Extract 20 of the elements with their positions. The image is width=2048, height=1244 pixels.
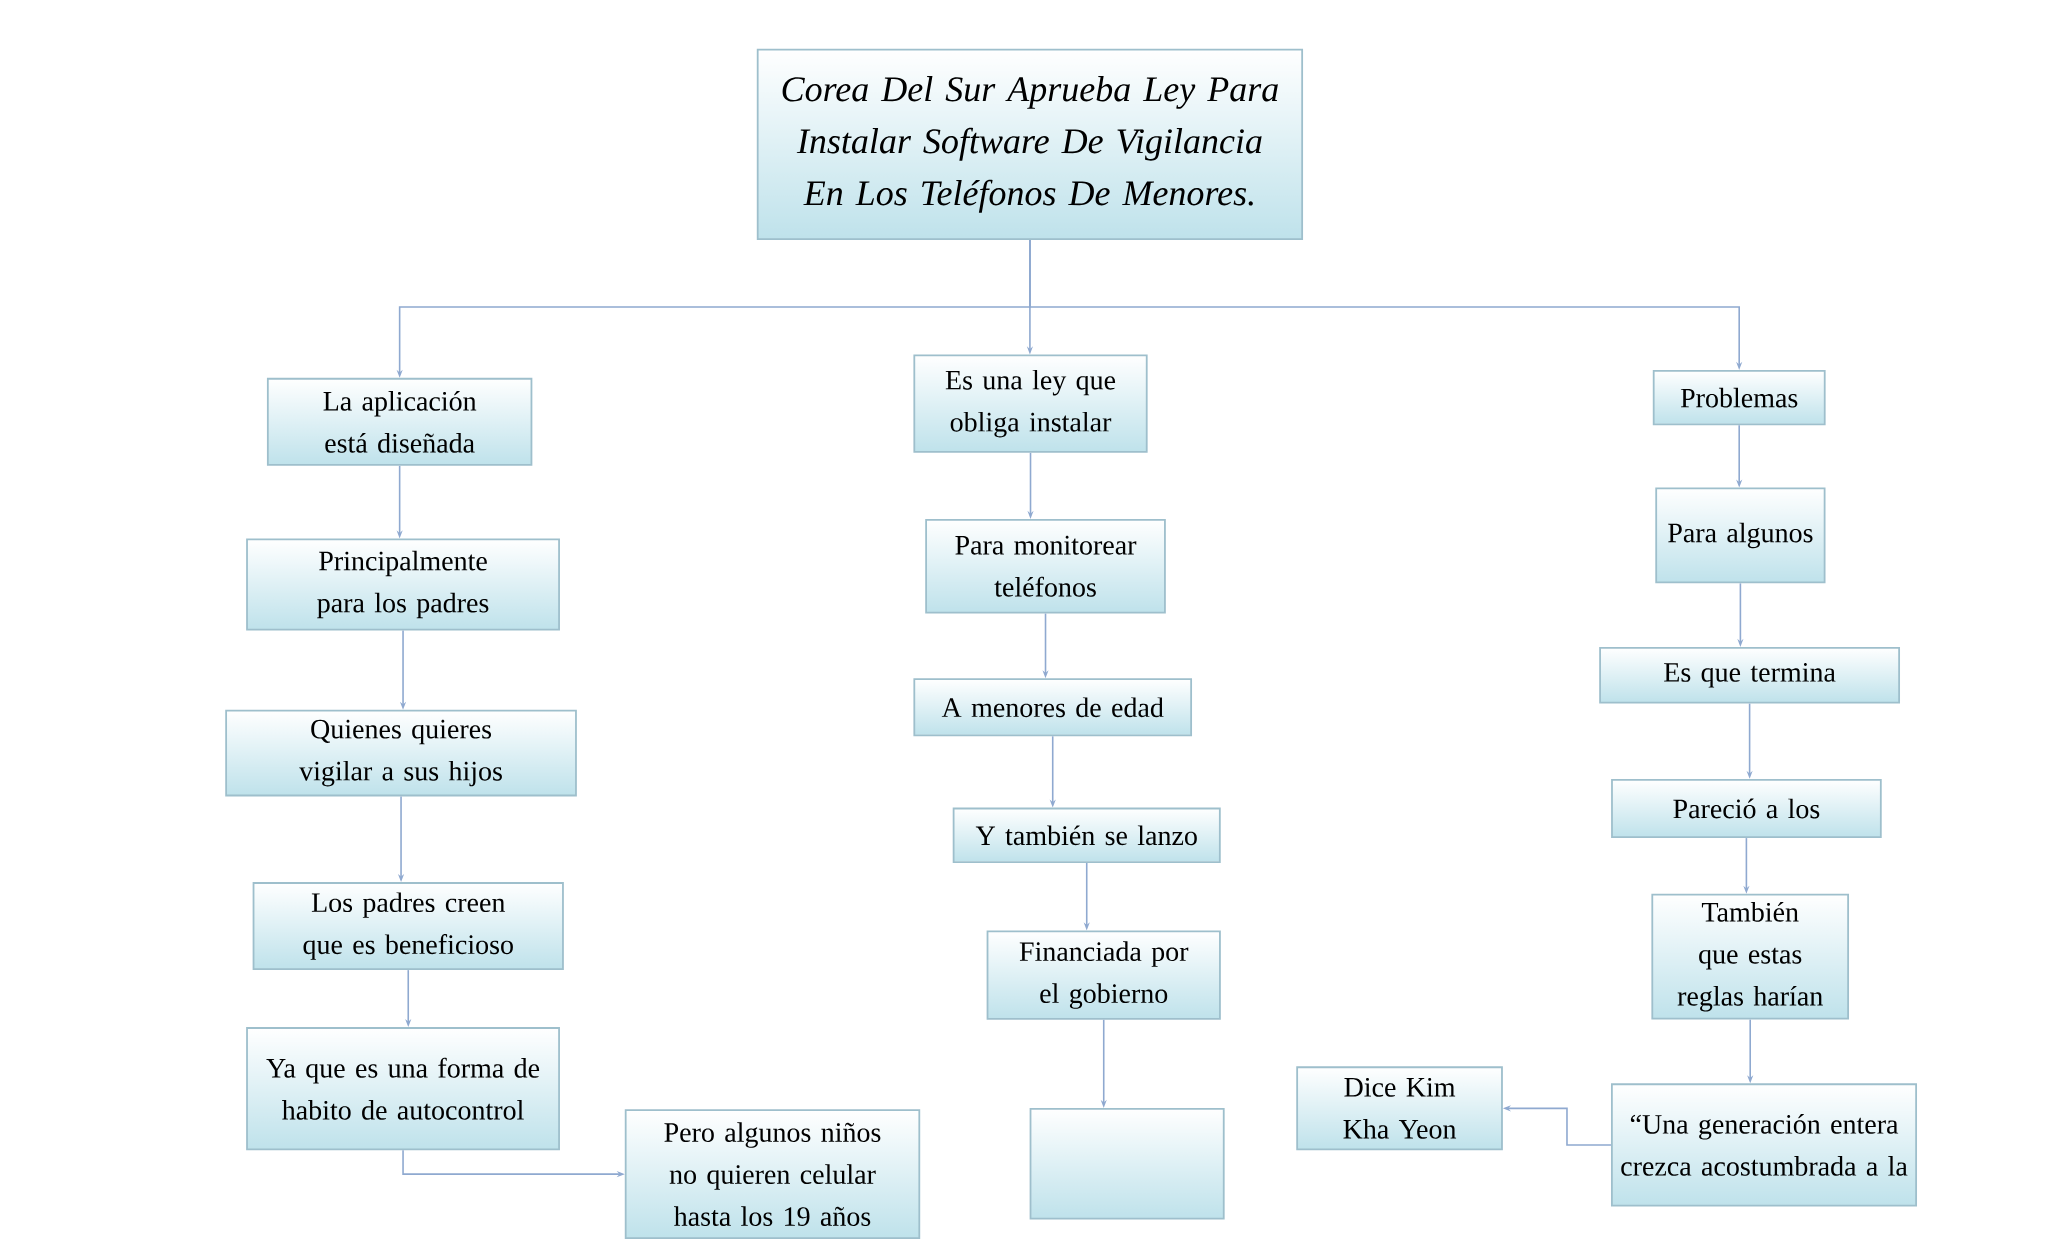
process-box: Financiada por el gobierno [986,930,1221,1021]
process-box: “Una generación entera crezca acostumbrada a la [1611,1083,1917,1207]
empty-box [1029,1108,1225,1220]
process-box: Pero algunos niños no quieren celular hasta los 19 años [624,1109,921,1240]
process-box: Es que termina [1599,647,1900,704]
process-box: Es una ley que obliga instalar [913,354,1148,454]
process-box: Principalmente para los padres [246,538,560,631]
process-box: Quienes quieres vigilar a sus hijos [225,710,577,797]
process-box: Para algunos [1655,487,1826,584]
process-box: Dice Kim Kha Yeon [1296,1066,1503,1151]
process-box: Ya que es una forma de habito de autocontrol [246,1027,560,1151]
process-box: Para monitorear teléfonos [925,519,1166,614]
process-box: Los padres creen que es beneficioso [252,882,564,971]
process-box: A menores de edad [913,678,1193,737]
process-box: Y también se lanzo [952,807,1221,864]
process-box: Problemas [1652,370,1826,426]
process-box: También que estas reglas harían [1651,894,1849,1020]
process-box: Pareció a los [1611,779,1882,839]
title-box: Corea Del Sur Aprueba Ley Para Instalar Software De Vigilancia En Los Teléfonos De Menores. [756,49,1304,241]
process-box: La aplicación está diseñada [266,378,533,467]
